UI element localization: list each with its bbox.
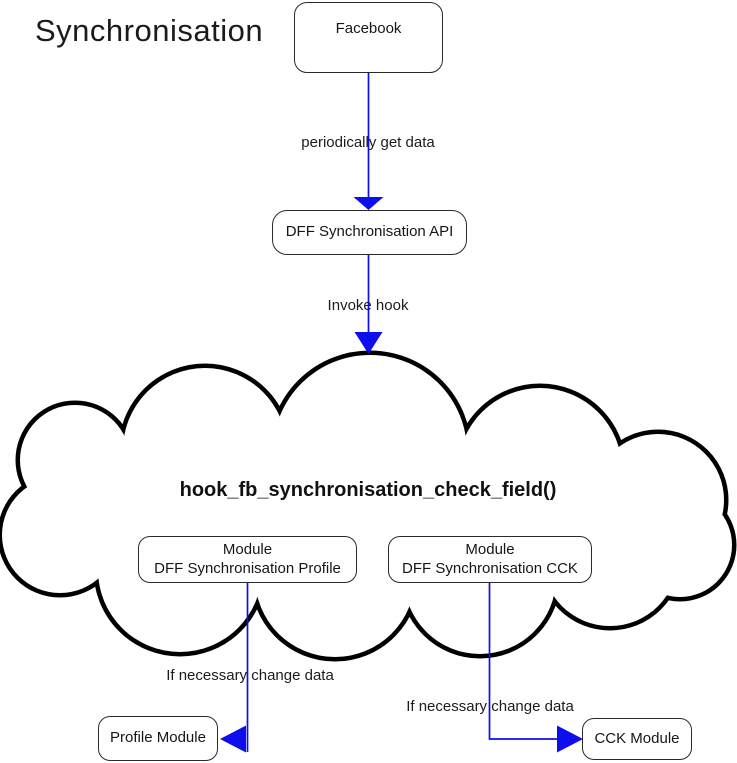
arrowhead-left-profile-icon xyxy=(220,725,246,753)
connector-modulecck-down xyxy=(488,583,559,740)
node-api-label: DFF Synchronisation API xyxy=(285,223,454,241)
node-profile-module-label: Profile Module xyxy=(110,729,206,747)
node-dff-synchronisation-api: DFF Synchronisation API xyxy=(272,210,467,255)
node-cck-module: CCK Module xyxy=(582,718,692,760)
arrowhead-down-cloud-icon xyxy=(354,332,383,354)
edge-label-periodically-get-data: periodically get data xyxy=(301,134,435,151)
node-module-profile-line1: Module xyxy=(222,540,273,558)
node-cck-module-label: CCK Module xyxy=(594,729,680,747)
cloud-function-name: hook_fb_synchronisation_check_field() xyxy=(179,479,557,501)
node-module-profile-line2: DFF Synchronisation Profile xyxy=(154,559,341,577)
arrowhead-right-cck-icon xyxy=(557,725,583,753)
node-module-dff-synchronisation-cck: Module DFF Synchronisation CCK xyxy=(388,536,592,583)
node-profile-module: Profile Module xyxy=(98,716,218,761)
cloud-fill xyxy=(2,355,732,657)
node-facebook-label: Facebook xyxy=(335,20,402,37)
edge-label-if-necessary-change-data-profile: If necessary change data xyxy=(166,667,334,684)
diagram-title: Synchronisation xyxy=(35,13,264,48)
node-module-dff-synchronisation-profile: Module DFF Synchronisation Profile xyxy=(138,536,357,583)
node-module-cck-line1: Module xyxy=(465,540,515,558)
node-facebook: Facebook xyxy=(294,2,443,73)
arrowhead-down-api-icon xyxy=(353,197,384,210)
edge-label-if-necessary-change-data-cck: If necessary change data xyxy=(406,698,574,715)
node-module-cck-line2: DFF Synchronisation CCK xyxy=(402,559,578,577)
edge-label-invoke-hook: Invoke hook xyxy=(327,297,409,314)
